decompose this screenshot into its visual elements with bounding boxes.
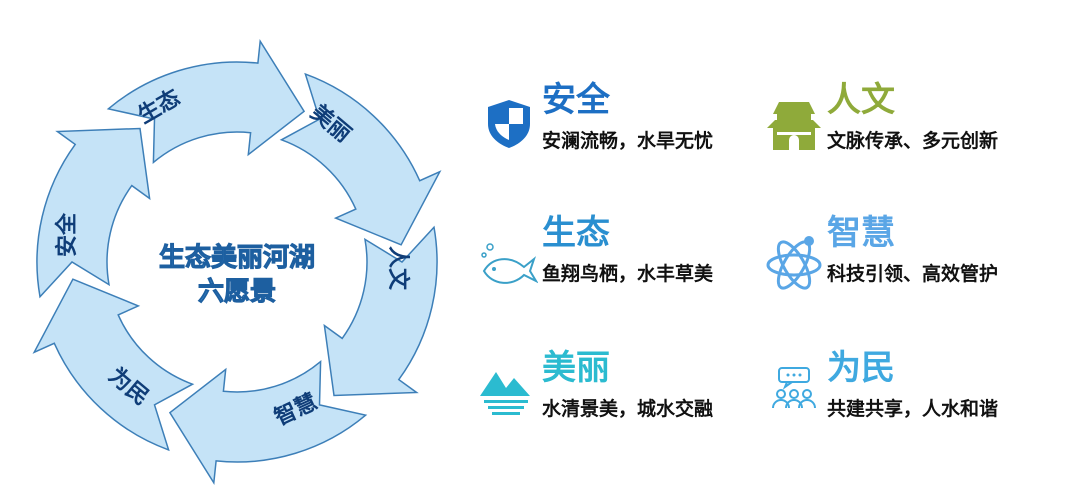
fish-icon — [481, 243, 538, 284]
item-subtitle: 鱼翔鸟栖，水丰草美 — [542, 263, 714, 285]
item-subtitle: 安澜流畅，水旱无忧 — [542, 130, 714, 152]
item-subtitle: 文脉传承、多元创新 — [827, 130, 999, 152]
pavilion-icon — [767, 102, 821, 150]
item-title: 生态 — [542, 213, 610, 253]
item-zhihui: 智慧 科技引领、高效管护 — [765, 205, 1045, 315]
item-meili: 美丽 水清景美，城水交融 — [480, 340, 760, 450]
item-renwen: 人文 文脉传承、多元创新 — [765, 72, 1045, 182]
item-title: 人文 — [827, 80, 895, 120]
item-weimin: 为民 共建共享，人水和谐 — [765, 340, 1045, 450]
item-title: 智慧 — [827, 213, 895, 253]
item-title: 为民 — [827, 348, 895, 388]
mountain-water-icon — [480, 372, 530, 415]
item-subtitle: 科技引领、高效管护 — [827, 263, 999, 285]
item-shengtai: 生态 鱼翔鸟栖，水丰草美 — [480, 205, 760, 315]
item-anquan: 安全 安澜流畅，水旱无忧 — [480, 72, 760, 182]
item-title: 安全 — [542, 80, 610, 120]
cycle-arrow-segment — [32, 278, 195, 452]
ring-label-anquan: 安全 — [55, 212, 80, 258]
cycle-arrow-segment — [168, 359, 368, 486]
ring-label-renwen: 人文 — [385, 245, 410, 291]
cycle-arrow-segment — [279, 72, 442, 246]
item-subtitle: 共建共享，人水和谐 — [827, 398, 999, 420]
item-title: 美丽 — [542, 348, 610, 388]
cycle-arrow-segment — [106, 38, 306, 165]
item-subtitle: 水清景美，城水交融 — [542, 398, 714, 420]
cycle-arrow-segment — [36, 127, 151, 299]
center-title: 生态美丽河湖 六愿景 — [158, 241, 316, 309]
cycle-arrow-segment — [323, 225, 438, 397]
center-title-line2: 六愿景 — [197, 277, 277, 308]
cycle-ring — [32, 38, 442, 486]
shield-icon — [488, 100, 530, 148]
atom-icon — [766, 236, 822, 290]
people-chat-icon — [772, 367, 816, 409]
center-title-line1: 生态美丽河湖 — [158, 243, 316, 274]
